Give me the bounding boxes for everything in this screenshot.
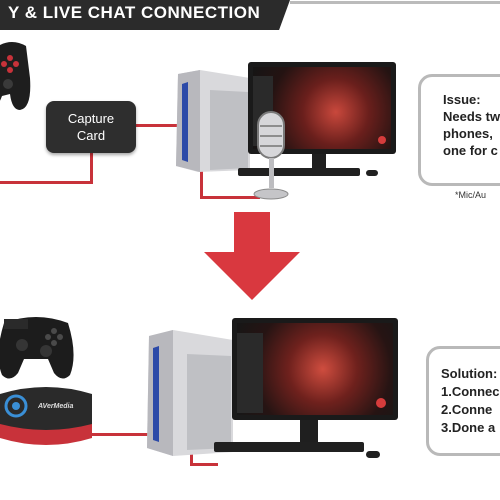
- mouse: [366, 170, 378, 176]
- issue-line-4: one for c: [443, 143, 498, 158]
- wire-bottom-1: [92, 433, 148, 436]
- wire-top-5: [200, 196, 260, 199]
- keyboard: [238, 168, 360, 176]
- microphone-icon: [253, 111, 289, 200]
- issue-line-1: Issue:: [443, 92, 481, 107]
- wire-top-2: [90, 153, 93, 184]
- screen-sidebar: [237, 333, 263, 413]
- issue-note: Issue: Needs tw phones, one for c: [418, 74, 500, 186]
- pc-tower: [147, 330, 233, 456]
- capture-card-box: Capture Card: [46, 101, 136, 153]
- gamepad-icon: [0, 42, 31, 110]
- issue-line-2: Needs tw: [443, 109, 500, 124]
- pc-tower: [176, 70, 250, 172]
- screen-button: [376, 398, 386, 408]
- capture-device: [0, 387, 92, 445]
- footnote: *Mic/Au: [455, 190, 487, 200]
- keyboard: [214, 442, 364, 452]
- gamepad-icon: [0, 317, 74, 379]
- solution-line-4: 3.Done a: [441, 420, 496, 435]
- monitor-screen: [237, 323, 393, 415]
- solution-line-2: 1.Connec: [441, 384, 500, 399]
- wire-top-1: [0, 181, 92, 184]
- monitor: [232, 318, 398, 420]
- down-arrow-icon: [204, 212, 300, 300]
- device-brand: AVerMedia: [38, 403, 74, 410]
- issue-line-3: phones,: [443, 126, 493, 141]
- solution-note: Solution: 1.Connec 2.Conne 3.Done a: [426, 346, 500, 456]
- capture-card-label-line1: Capture: [67, 111, 115, 126]
- monitor-stand: [312, 154, 326, 170]
- wire-top-4: [200, 170, 203, 198]
- monitor-stand: [300, 420, 318, 444]
- wire-bottom-3: [190, 463, 218, 466]
- solution-line-1: Solution:: [441, 366, 498, 381]
- header-rule: [290, 1, 500, 4]
- screen-button: [378, 136, 386, 144]
- mouse: [366, 451, 380, 458]
- wire-top-3: [136, 124, 181, 127]
- header-title: Y & LIVE CHAT CONNECTION: [8, 3, 261, 22]
- capture-card-label-line2: Card: [76, 128, 106, 143]
- solution-line-3: 2.Conne: [441, 402, 493, 417]
